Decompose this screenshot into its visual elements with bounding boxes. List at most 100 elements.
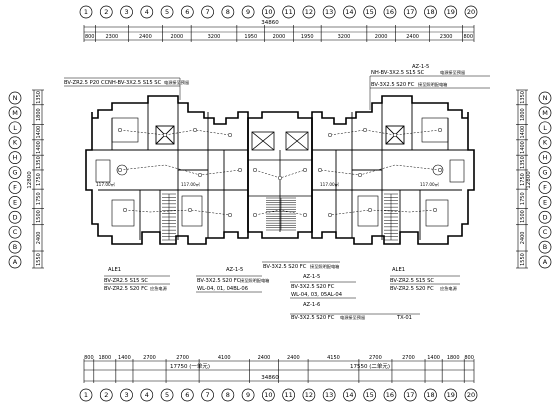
light-fixture <box>252 212 258 218</box>
right-total-dimension: 12800 <box>526 171 532 189</box>
annotation-top-right: AZ-1-5 NH-BV-3X2.5 S15 SC 电源接至预留 BV-3X2.… <box>369 64 490 110</box>
svg-text:F: F <box>13 183 17 191</box>
bottom-dim-label: 2400 <box>258 355 271 361</box>
svg-text:L: L <box>543 124 547 132</box>
top-dim-label: 2300 <box>440 34 453 40</box>
bottom-axis-bubble: 8 <box>221 388 235 402</box>
svg-text:1: 1 <box>84 8 88 16</box>
top-axis-bubble: 14 <box>343 5 356 19</box>
bottom-half-left: 17750 (一单元) <box>170 362 210 370</box>
left-bottom-circuits: WL-04, 01, 04BL-06 <box>197 286 248 292</box>
annotation-top-left: BV-ZR2.5 P20 CC NH-BV-3X2.5 S15 SC 电源接至预… <box>64 77 189 100</box>
right-axis-bubble: G <box>538 166 552 179</box>
bottom-dim-label: 2400 <box>287 355 300 361</box>
svg-text:5: 5 <box>165 391 169 399</box>
left-dim-label: 1550 <box>36 253 42 266</box>
top-axis-bubble: 17 <box>403 5 417 19</box>
center-az-6: AZ-1-6 <box>303 302 320 308</box>
right-dim-label: 1750 <box>520 173 526 186</box>
top-left-tail: 电源接至预留 <box>164 79 189 86</box>
top-axis-bubble: 16 <box>383 5 397 19</box>
light-fixture <box>277 175 283 181</box>
bottom-axis-bubble: 16 <box>383 388 397 402</box>
left-dim-label: 1350 <box>36 156 42 169</box>
bottom-total-dimension: 34860 <box>261 375 279 381</box>
svg-text:9: 9 <box>246 8 250 16</box>
top-dim-label: 2000 <box>170 34 183 40</box>
svg-text:C: C <box>13 228 18 236</box>
core-interior <box>248 131 312 232</box>
right-axis-bubble: B <box>538 240 552 254</box>
left-dim-label: 1350 <box>36 91 42 104</box>
top-right-az: AZ-1-5 <box>412 64 429 70</box>
left-dim-label: 1800 <box>36 108 42 121</box>
svg-text:13: 13 <box>325 391 333 399</box>
bottom-axis-bubble: 17 <box>403 388 417 402</box>
left-axis-bubble: L <box>8 121 22 135</box>
top-axis-bubble: 6 <box>180 5 194 19</box>
light-fixture <box>302 167 308 173</box>
right-unit-outline <box>311 95 475 245</box>
top-axis-bubble: 2 <box>99 5 113 19</box>
svg-text:3: 3 <box>124 391 128 399</box>
bottom-axis-bubble: 19 <box>444 388 458 402</box>
svg-text:M: M <box>12 109 18 117</box>
left-dim-label: 1750 <box>36 173 42 186</box>
svg-text:8: 8 <box>226 391 230 399</box>
top-dim-label: 2000 <box>375 34 388 40</box>
electrical-wiring <box>119 129 441 216</box>
ale-left-label: ALE1 <box>108 267 121 273</box>
bottom-axis-bubble: 13 <box>322 388 336 402</box>
room-area-right-2: 117.00㎡ <box>420 181 440 187</box>
svg-text:14: 14 <box>345 391 353 399</box>
svg-text:1: 1 <box>84 391 88 399</box>
svg-text:G: G <box>542 169 547 177</box>
center-az6-end: TX-01 <box>396 315 412 321</box>
left-dim-label: 1400 <box>36 141 42 154</box>
left-axis-bubble: G <box>8 166 22 179</box>
top-axis-bubble: 9 <box>241 5 255 19</box>
mid-az-1: AZ-1-5 <box>226 267 243 273</box>
light-fixture <box>317 167 323 173</box>
light-fixture <box>367 207 373 213</box>
left-dim-label: 2400 <box>36 232 42 245</box>
light-fixture <box>357 172 363 178</box>
top-axis-bubble: 4 <box>140 5 154 19</box>
top-axis-bubble: 7 <box>201 5 214 19</box>
left-stair <box>162 193 296 241</box>
left-bottom-cable-tail: 接至照明配电箱 <box>240 277 269 284</box>
right-dim-label: 1400 <box>520 126 526 139</box>
bottom-dim-label: 2700 <box>369 355 382 361</box>
right-dim-label: 1500 <box>520 210 526 223</box>
light-fixture <box>362 127 368 133</box>
svg-text:2: 2 <box>104 8 108 16</box>
svg-text:10: 10 <box>264 391 272 399</box>
svg-text:12: 12 <box>305 391 313 399</box>
bottom-axis-bubble: 4 <box>140 388 154 402</box>
left-axis-bubble: F <box>8 181 22 194</box>
top-right-2-tail: 接至照明配电箱 <box>418 81 447 88</box>
left-axis-bubble: C <box>8 225 22 239</box>
top-dim-label: 800 <box>85 34 95 40</box>
svg-text:15: 15 <box>366 8 374 16</box>
center-feed-tail: 接至照明配电箱 <box>310 263 339 270</box>
left-axis-bubble: E <box>8 196 22 209</box>
right-dim-label: 1750 <box>520 192 526 205</box>
light-fixture <box>117 167 123 173</box>
bottom-dim-label: 1400 <box>427 355 440 361</box>
svg-text:20: 20 <box>467 8 475 16</box>
svg-text:C: C <box>543 228 548 236</box>
top-axis-bubble: 15 <box>363 5 377 19</box>
bottom-dim-label: 4100 <box>218 355 231 361</box>
svg-text:20: 20 <box>467 391 475 399</box>
right-dim-label: 1400 <box>520 141 526 154</box>
top-left-cable-2: NH-BV-3X2.5 S15 SC <box>108 80 162 86</box>
bottom-axis-bubble: 7 <box>201 388 214 402</box>
bottom-dim-label: 4150 <box>327 355 340 361</box>
svg-text:15: 15 <box>366 391 374 399</box>
right-dim-label: 1550 <box>520 253 526 266</box>
